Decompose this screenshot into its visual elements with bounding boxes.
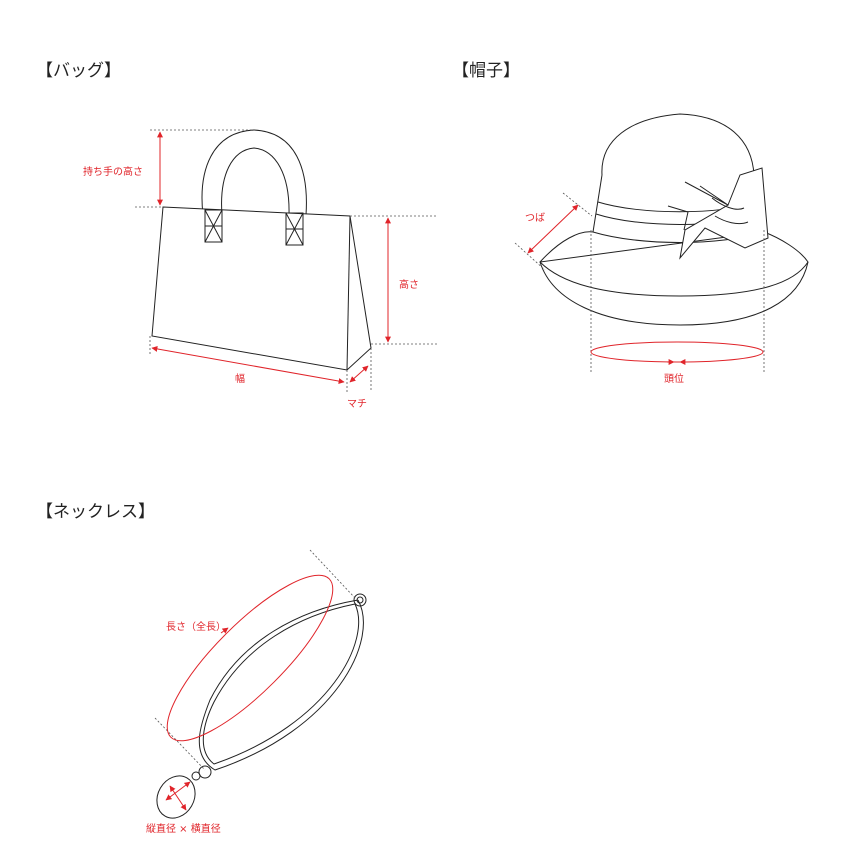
bag-side-edge xyxy=(346,215,351,371)
necklace-label-pendant: 縦直径 × 横直径 xyxy=(146,824,221,835)
head-circumference-ellipse xyxy=(590,341,764,363)
hat-brim xyxy=(539,231,809,326)
bag-label-gusset: マチ xyxy=(347,399,367,410)
hat-label-brim: つば xyxy=(525,213,545,224)
pendant-diameter-arrow-2 xyxy=(169,785,187,811)
hat-illustration xyxy=(539,113,809,326)
hat-crown-top xyxy=(601,113,755,176)
gusset-arrow xyxy=(349,365,369,383)
hat-crown-side-left xyxy=(592,174,603,233)
necklace-clasp xyxy=(353,593,367,607)
hat-guides xyxy=(514,192,765,372)
bag-measure-lines xyxy=(151,131,391,385)
necklace-illustration xyxy=(156,593,367,819)
hat-measure-lines xyxy=(527,204,764,365)
necklace-chain-outer xyxy=(198,599,364,771)
bag-label-handle-height: 持ち手の高さ xyxy=(83,167,143,178)
necklace-measure-lines xyxy=(165,574,334,811)
necklace-chain-inner xyxy=(202,603,360,765)
bag-body xyxy=(151,206,372,371)
bag-label-width: 幅 xyxy=(235,374,245,385)
bag-section-title: 【バッグ】 xyxy=(36,61,121,81)
necklace-guides xyxy=(154,549,356,771)
width-arrow xyxy=(151,345,345,385)
bag-handle-inner xyxy=(221,147,290,216)
brim-arrow xyxy=(527,204,579,254)
hat-bow xyxy=(679,167,769,260)
pendant xyxy=(156,775,196,819)
bag-guides xyxy=(135,129,438,392)
hat-section-title: 【帽子】 xyxy=(452,61,520,81)
length-ellipse xyxy=(166,574,334,742)
pendant-bail xyxy=(198,765,212,779)
bag-handle-outer xyxy=(201,129,307,216)
hat-brim-lower xyxy=(539,261,809,297)
bag-label-height: 高さ xyxy=(399,280,419,291)
bag-illustration xyxy=(151,129,372,371)
necklace-section-title: 【ネックレス】 xyxy=(36,502,155,522)
hat-label-head-circ: 頭位 xyxy=(664,374,684,385)
necklace-label-length: 長さ（全長） xyxy=(166,622,226,633)
